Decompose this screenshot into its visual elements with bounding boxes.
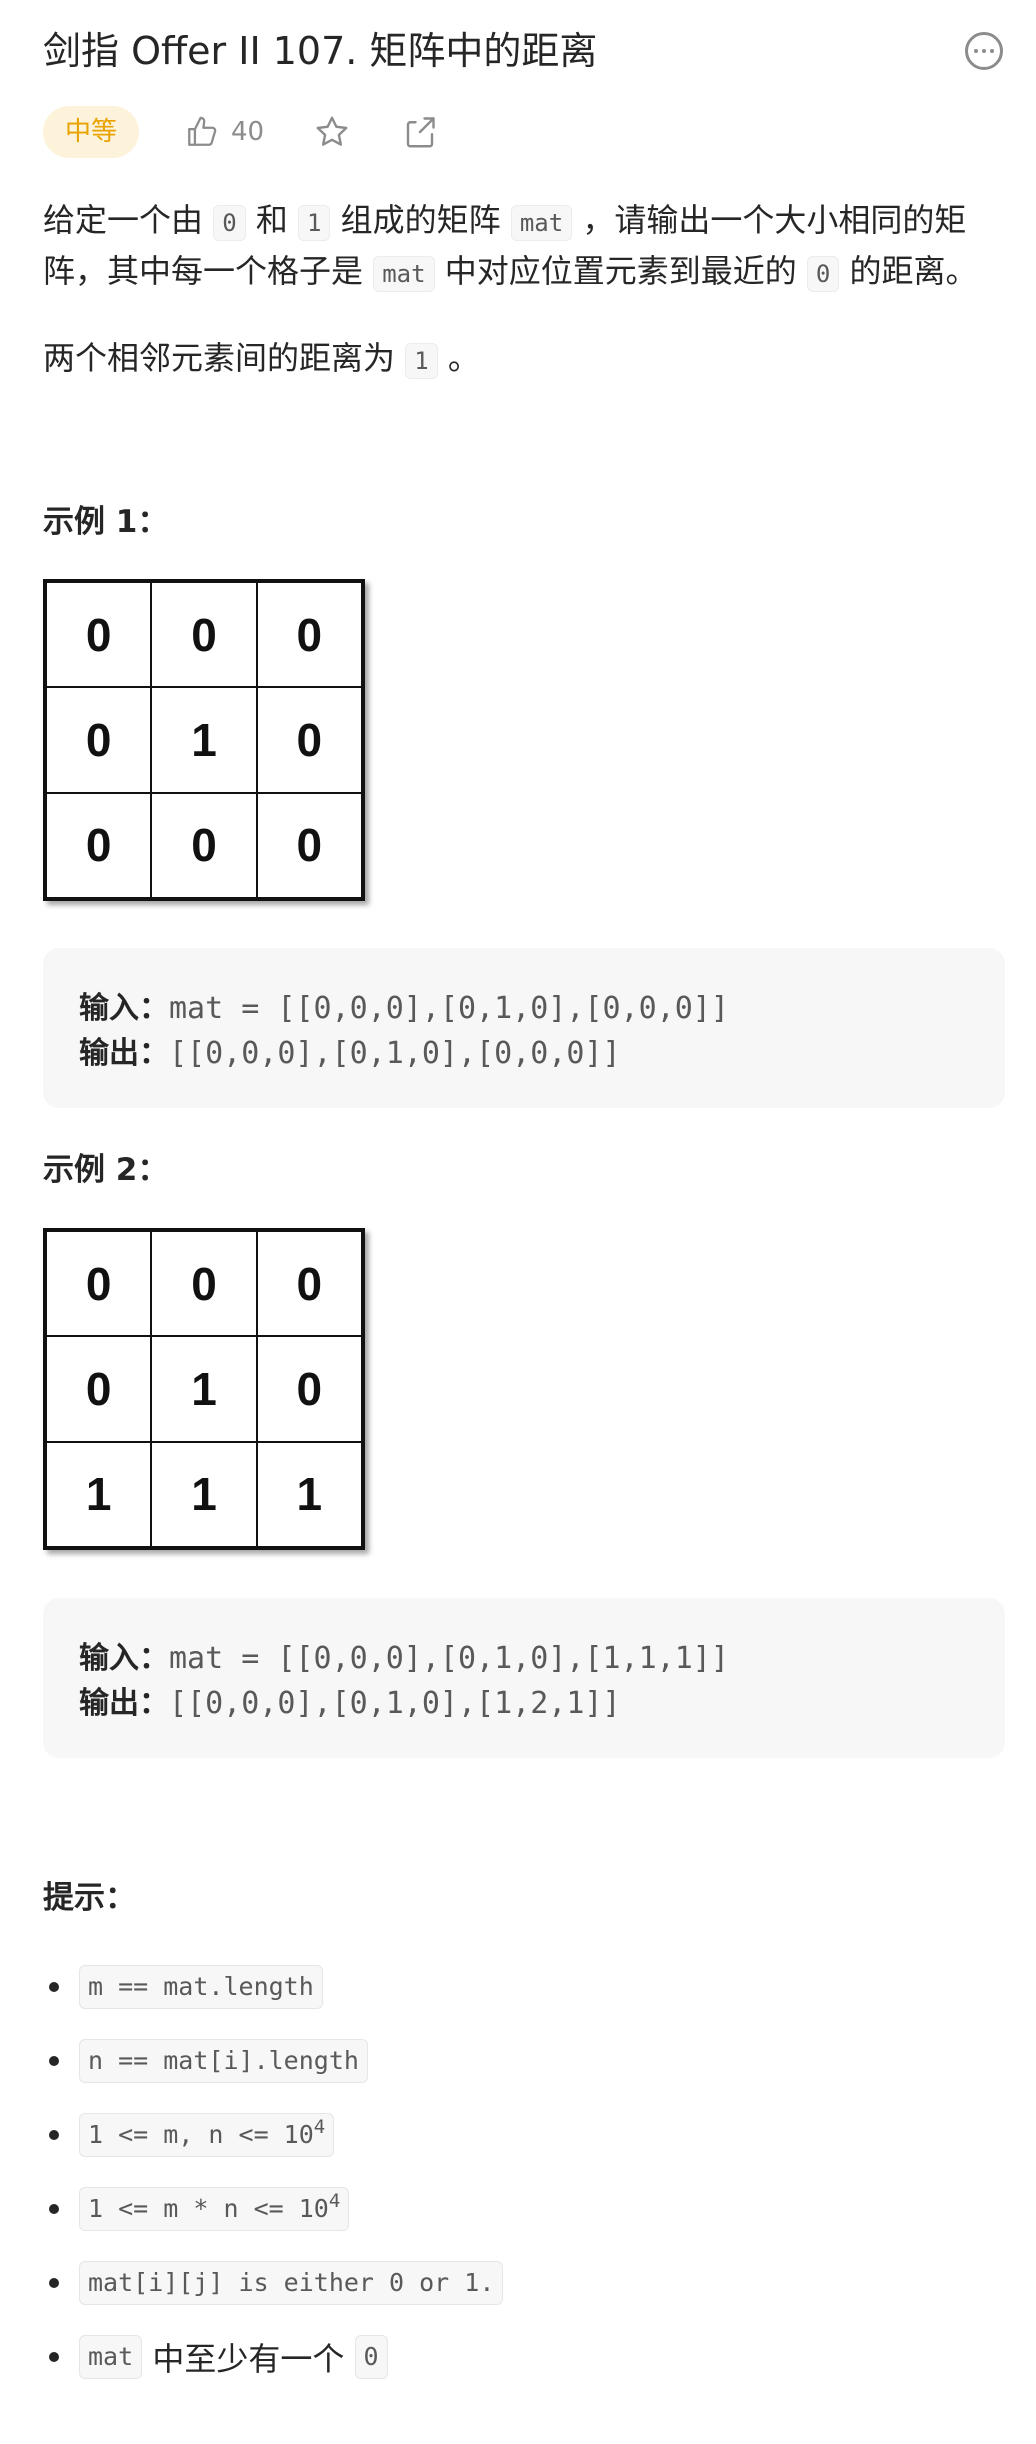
hint-code-base: 1 <= m * n <= 10 [88,2194,329,2223]
matrix-cell: 0 [256,582,362,688]
share-icon [406,117,435,148]
hint-code: 0 [354,2335,388,2379]
text-fragment: 给定一个由 [43,201,214,239]
matrix-cell: 0 [46,582,152,688]
problem-meta: 中等 40 [43,106,438,158]
more-options-icon[interactable] [965,32,1003,70]
inline-code: 0 [806,256,840,292]
matrix-cell: 1 [151,1441,257,1547]
example-input-line: 输入：mat = [[0,0,0],[0,1,0],[1,1,1]] [79,1636,969,1681]
difficulty-badge: 中等 [43,106,140,158]
hint-exponent: 4 [328,2190,341,2212]
like-button[interactable]: 40 [185,115,264,149]
problem-title: 剑指 Offer II 107. 矩阵中的距离 [43,29,598,73]
output-label: 输出： [79,1036,169,1071]
problem-description: 给定一个由 0 和 1 组成的矩阵 mat ，请输出一个大小相同的矩阵，其中每一… [43,196,1003,385]
hint-item: m == mat.length [43,1950,1003,2024]
example-2-title: 示例 2： [43,1152,169,1188]
text-fragment: 和 [245,201,298,239]
matrix-cell: 1 [256,1441,362,1547]
hint-exponent: 4 [313,2116,326,2138]
hint-item: mat[i][j] is either 0 or 1. [43,2246,1003,2320]
matrix-cell: 0 [256,1336,362,1442]
text-fragment: 。 [437,339,480,377]
matrix-cell: 0 [46,687,152,793]
input-label: 输入： [79,1641,169,1676]
input-label: 输入： [79,991,169,1026]
matrix-cell: 1 [46,1441,152,1547]
text-fragment: 两个相邻元素间的距离为 [43,339,406,377]
hint-code: mat [79,2335,143,2379]
thumbs-up-icon [188,116,217,146]
hint-item: n == mat[i].length [43,2024,1003,2098]
hint-code: n == mat[i].length [79,2039,368,2083]
example-output-line: 输出：[[0,0,0],[0,1,0],[1,2,1]] [79,1681,969,1726]
inline-code: 0 [213,205,246,241]
matrix-cell: 0 [46,792,152,898]
problem-header: 剑指 Offer II 107. 矩阵中的距离 [43,26,1003,76]
matrix-cell: 1 [151,687,257,793]
example-1-title: 示例 1： [43,504,169,540]
matrix-cell: 0 [151,792,257,898]
matrix-cell: 0 [256,687,362,793]
hints-title: 提示： [43,1880,136,1916]
text-fragment: 的距离。 [839,252,978,290]
example-1-code-block: 输入：mat = [[0,0,0],[0,1,0],[0,0,0]] 输出：[[… [43,948,1005,1108]
hint-text: 中至少有一个 [142,2340,355,2378]
example-2-code-block: 输入：mat = [[0,0,0],[0,1,0],[1,1,1]] 输出：[[… [43,1598,1005,1758]
matrix-cell: 0 [151,582,257,688]
share-button[interactable] [402,114,438,150]
matrix-cell: 0 [46,1231,152,1337]
hint-item: 1 <= m, n <= 104 [43,2098,1003,2172]
hint-code-base: 1 <= m, n <= 10 [88,2120,314,2149]
matrix-cell: 1 [151,1336,257,1442]
example-2-matrix-image: 0 0 0 0 1 0 1 1 1 [43,1228,365,1550]
inline-code: mat [373,256,435,292]
inline-code: 1 [405,343,438,379]
text-fragment: 中对应位置元素到最近的 [434,252,807,290]
text-fragment: 组成的矩阵 [330,201,511,239]
favorite-button[interactable] [314,114,350,150]
hint-code: mat[i][j] is either 0 or 1. [79,2261,504,2305]
description-paragraph: 给定一个由 0 和 1 组成的矩阵 mat ，请输出一个大小相同的矩阵，其中每一… [43,196,1003,298]
matrix-cell: 0 [46,1336,152,1442]
hints-list: m == mat.length n == mat[i].length 1 <= … [43,1950,1003,2394]
input-value: mat = [[0,0,0],[0,1,0],[1,1,1]] [169,1641,729,1676]
output-label: 输出： [79,1686,169,1721]
input-value: mat = [[0,0,0],[0,1,0],[0,0,0]] [169,991,729,1026]
output-value: [[0,0,0],[0,1,0],[1,2,1]] [169,1686,621,1721]
output-value: [[0,0,0],[0,1,0],[0,0,0]] [169,1036,621,1071]
hint-item: 1 <= m * n <= 104 [43,2172,1003,2246]
like-count: 40 [231,117,265,147]
hint-item: mat 中至少有一个 0 [43,2320,1003,2394]
matrix-cell: 0 [256,792,362,898]
star-icon [316,116,348,146]
inline-code: 1 [298,205,331,241]
example-1-matrix-image: 0 0 0 0 1 0 0 0 0 [43,579,365,901]
matrix-cell: 0 [256,1231,362,1337]
hint-code: m == mat.length [79,1965,323,2009]
inline-code: mat [510,205,573,241]
example-output-line: 输出：[[0,0,0],[0,1,0],[0,0,0]] [79,1031,969,1076]
hint-code: 1 <= m * n <= 104 [79,2187,350,2231]
text-fragment: ，请输出一个大小相同的矩阵，其中每一个格子是 [43,201,967,290]
hint-code: 1 <= m, n <= 104 [79,2113,335,2157]
description-paragraph: 两个相邻元素间的距离为 1 。 [43,334,1003,385]
matrix-cell: 0 [151,1231,257,1337]
example-input-line: 输入：mat = [[0,0,0],[0,1,0],[0,0,0]] [79,986,969,1031]
